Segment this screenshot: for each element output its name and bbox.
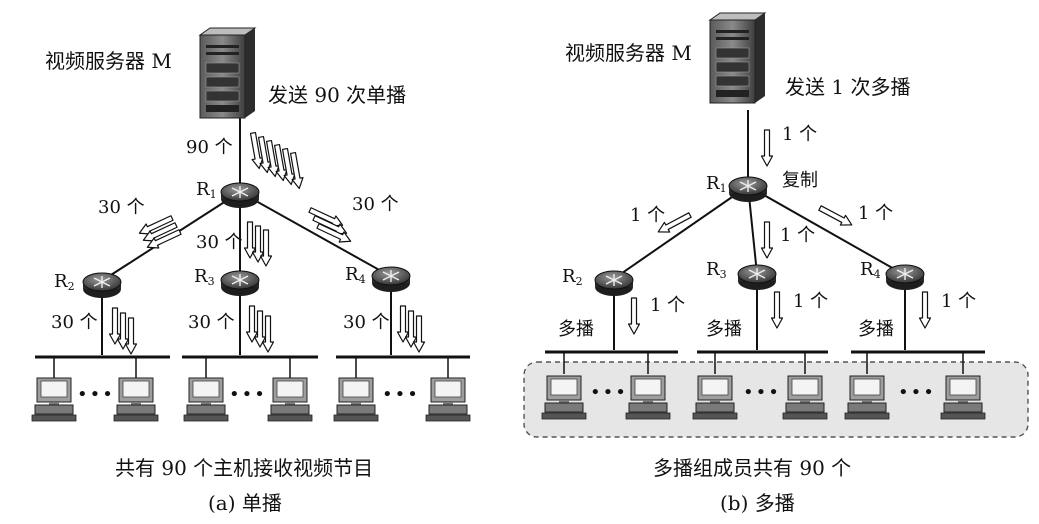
host-pc-icon: [425, 377, 471, 422]
multicast-caption: (b) 多播: [720, 491, 795, 515]
multicast-label-2: 多播: [706, 319, 742, 340]
router-icon: [371, 266, 411, 293]
multicast-arrow-mid: [760, 221, 774, 259]
multicast-arrow-right: [816, 202, 855, 231]
lan-count-label-1: 30 个: [51, 312, 98, 333]
unicast-panel: [31, 27, 471, 422]
link-r1-r4: [239, 191, 391, 277]
host-pc-icon: [183, 377, 229, 422]
unicast-arrow-stack-right: [307, 204, 354, 247]
trunk-count-label: 1 个: [782, 124, 818, 145]
video-server-label: 视频服务器 M: [45, 49, 172, 73]
router-icon: [82, 272, 122, 299]
lan-count-label-1: 1 个: [650, 295, 686, 316]
multicast-label-3: 多播: [858, 319, 894, 340]
video-server-label: 视频服务器 M: [565, 41, 692, 65]
send-count-label: 发送 90 次单播: [268, 83, 407, 107]
host-pc-icon: [333, 377, 379, 422]
router-icon: [885, 264, 925, 291]
router-label-r3: R3: [194, 266, 215, 288]
unicast-arrow-stack-left: [136, 212, 183, 253]
router-label-r2: R2: [54, 271, 75, 293]
copy-label: 复制: [782, 170, 818, 191]
hosts-ellipsis: •••: [743, 382, 781, 403]
lan-count-label-3: 30 个: [343, 312, 390, 333]
router-label-r2: R2: [562, 266, 583, 288]
unicast-summary-label: 共有 90 个主机接收视频节目: [115, 456, 374, 480]
multicast-panel: [523, 12, 1029, 438]
router-icon: [728, 176, 768, 203]
lan-count-label-2: 30 个: [188, 312, 235, 333]
lan-count-label-2: 1 个: [793, 291, 829, 312]
router-label-r4: R4: [860, 259, 881, 281]
link-r1-r2: [611, 185, 749, 281]
left-branch-count-label: 30 个: [98, 197, 145, 218]
hosts-ellipsis: •••: [382, 384, 420, 405]
router-icon: [220, 182, 260, 209]
video-server-icon: [709, 12, 766, 104]
host-pc-icon: [267, 377, 313, 422]
hosts-ellipsis: •••: [590, 382, 628, 403]
lan-count-label-3: 1 个: [941, 291, 977, 312]
hosts-ellipsis: •••: [77, 384, 115, 405]
unicast-arrow-stack-trunk: [246, 131, 306, 191]
video-server-icon: [199, 27, 256, 119]
multicast-label-1: 多播: [558, 319, 594, 340]
unicast-caption: (a) 单播: [208, 491, 282, 515]
trunk-count-label: 90 个: [186, 137, 233, 158]
multicast-summary-label: 多播组成员共有 90 个: [653, 456, 852, 480]
router-label-r3: R3: [706, 259, 727, 281]
mid-branch-count-label: 30 个: [196, 232, 243, 253]
router-icon: [220, 270, 260, 297]
left-branch-count-label: 1 个: [630, 205, 666, 226]
right-branch-count-label: 1 个: [858, 203, 894, 224]
multicast-arrow-trunk: [760, 129, 774, 167]
router-icon: [594, 270, 634, 297]
hosts-ellipsis: •••: [898, 382, 936, 403]
host-pc-icon: [31, 377, 77, 422]
send-count-label: 发送 1 次多播: [785, 75, 911, 99]
unicast-arrow-stack-mid: [243, 221, 273, 267]
host-pc-icon: [113, 377, 159, 422]
hosts-ellipsis: •••: [229, 384, 267, 405]
router-label-r1: R1: [196, 179, 217, 201]
right-branch-count-label: 30 个: [352, 194, 399, 215]
mid-branch-count-label: 1 个: [780, 225, 816, 246]
router-icon: [737, 264, 777, 291]
link-r1-r4: [747, 185, 904, 275]
router-label-r1: R1: [706, 173, 727, 195]
router-label-r4: R4: [345, 264, 366, 286]
